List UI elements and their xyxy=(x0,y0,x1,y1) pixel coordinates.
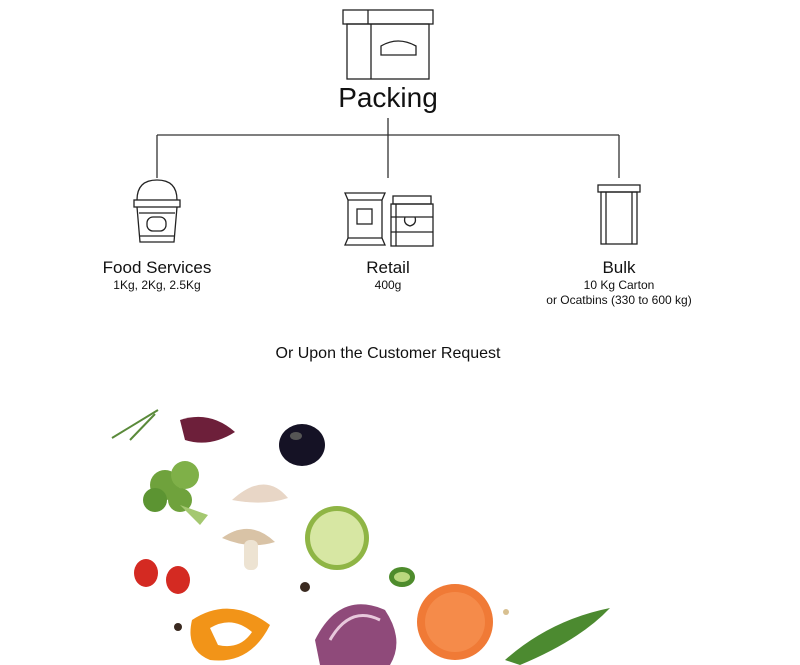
connector-lines xyxy=(156,118,620,178)
node-title: Food Services xyxy=(102,258,212,277)
node-subtitle: 10 Kg Carton xyxy=(583,278,655,292)
node-bulk: Bulk 10 Kg Carton or Ocatbins (330 to 60… xyxy=(509,258,729,308)
bucket-icon xyxy=(133,179,181,243)
node-food-services: Food Services 1Kg, 2Kg, 2.5Kg xyxy=(47,258,267,293)
node-subtitle: 400g xyxy=(374,278,402,292)
vegetables-illustration xyxy=(111,409,610,665)
root-label: Packing xyxy=(338,82,438,113)
bin-icon xyxy=(597,184,641,245)
node-retail: Retail 400g xyxy=(278,258,498,293)
node-title: Retail xyxy=(366,258,410,277)
customer-request-note: Or Upon the Customer Request xyxy=(275,345,501,362)
box-icon xyxy=(342,9,434,80)
node-subtitle: or Ocatbins (330 to 600 kg) xyxy=(546,293,692,307)
node-title: Bulk xyxy=(602,258,636,277)
node-subtitle: 1Kg, 2Kg, 2.5Kg xyxy=(113,278,201,292)
pouch-and-jar-icon xyxy=(344,192,434,247)
